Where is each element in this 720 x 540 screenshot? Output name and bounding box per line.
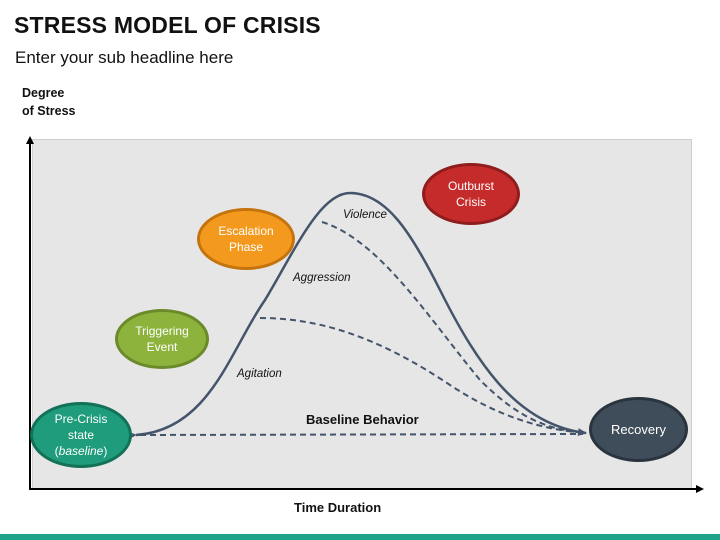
- stress-curve: [127, 191, 587, 440]
- triggering-event-node: Triggering Event: [115, 309, 209, 369]
- violence-label: Violence: [343, 209, 387, 221]
- outburst-line1: Outburst: [447, 179, 495, 193]
- bottom-accent-bar: [0, 534, 720, 540]
- escalation-line1: Escalation: [218, 224, 274, 238]
- precrisis-line3: baseline: [58, 444, 104, 458]
- aggression-descent-dashed: [259, 317, 587, 434]
- triggering-line2: Event: [146, 340, 178, 354]
- baseline-dashed-line: [139, 433, 584, 436]
- baseline-behavior-label: Baseline Behavior: [306, 412, 419, 427]
- agitation-label: Agitation: [237, 368, 282, 380]
- outburst-crisis-node: Outburst Crisis: [422, 163, 520, 225]
- violence-descent-dashed: [321, 221, 587, 434]
- recovery-label: Recovery: [611, 421, 666, 437]
- page-subtitle: Enter your sub headline here: [15, 48, 234, 67]
- recovery-node: Recovery: [589, 397, 688, 462]
- page-title: STRESS MODEL OF CRISIS: [14, 12, 321, 38]
- precrisis-line2: state: [67, 428, 94, 442]
- y-axis-label-line1: Degree: [22, 86, 65, 100]
- escalation-phase-node: Escalation Phase: [197, 208, 295, 270]
- triggering-line1: Triggering: [135, 324, 189, 338]
- outburst-line2: Crisis: [456, 195, 486, 209]
- precrisis-state-node: Pre-Crisis state (baseline): [30, 402, 132, 468]
- precrisis-line1: Pre-Crisis: [54, 412, 108, 426]
- aggression-label: Aggression: [293, 272, 351, 284]
- escalation-line2: Phase: [228, 240, 264, 254]
- y-axis-label: Degree of Stress: [22, 84, 76, 120]
- x-axis-label: Time Duration: [294, 500, 382, 515]
- y-axis-label-line2: of Stress: [22, 104, 76, 118]
